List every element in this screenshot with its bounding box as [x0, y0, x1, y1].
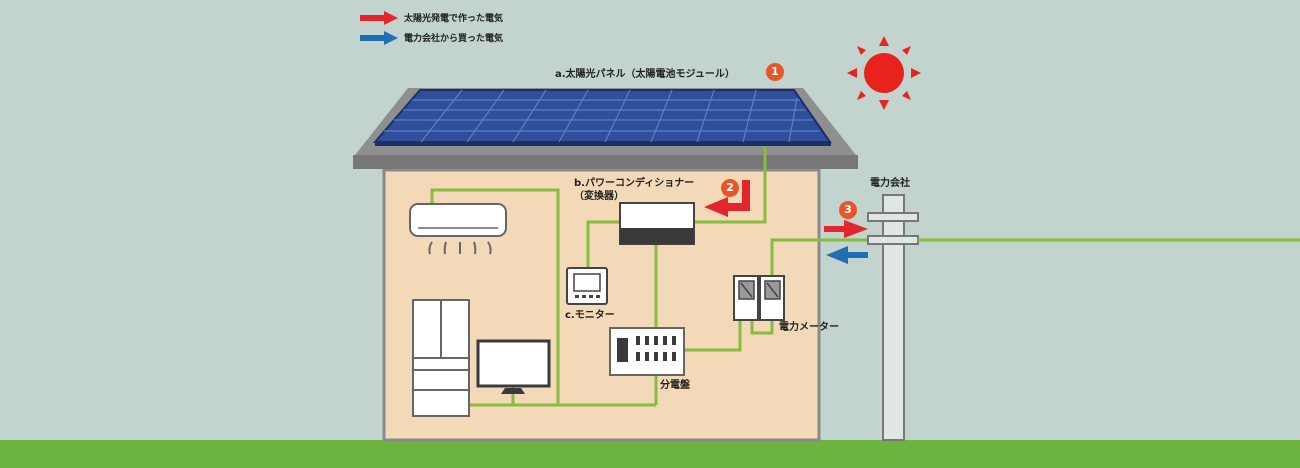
power-conditioner-sublabel: （変換器）	[574, 191, 624, 202]
badge-1: 1	[766, 63, 784, 81]
distribution-board-icon	[609, 327, 685, 376]
utility-pole-icon	[867, 194, 919, 441]
roof-eave	[353, 155, 858, 169]
tv-icon	[476, 339, 551, 394]
legend-grid-label: 電力会社から買った電気	[404, 34, 504, 44]
power-meter-label: 電力メーター	[779, 322, 839, 333]
legend-solar-label: 太陽光発電で作った電気	[404, 14, 504, 24]
ground	[0, 440, 1300, 468]
badge-2: 2	[721, 179, 739, 197]
monitor-icon	[566, 267, 608, 305]
monitor-label: c.モニター	[565, 310, 615, 321]
solar-flow-arrow-icon	[704, 180, 750, 217]
power-conditioner-label: b.パワーコンディショナー	[574, 178, 695, 189]
solar-panel-label: a.太陽光パネル（太陽電池モジュール）	[555, 69, 735, 80]
power-conditioner-icon	[619, 202, 695, 245]
legend-grid-arrow-icon	[360, 31, 398, 45]
refrigerator-icon	[412, 299, 470, 417]
sun-icon	[847, 36, 921, 110]
distribution-board-label: 分電盤	[660, 380, 690, 391]
legend-solar-arrow-icon	[360, 11, 398, 25]
badge-3: 3	[839, 201, 857, 219]
solar-panel-icon	[372, 89, 832, 146]
power-company-label: 電力会社	[870, 178, 910, 189]
buy-arrow-icon	[826, 246, 868, 264]
air-conditioner-icon	[409, 203, 507, 255]
power-meter-icon	[733, 275, 785, 321]
sell-arrow-icon	[824, 220, 868, 238]
